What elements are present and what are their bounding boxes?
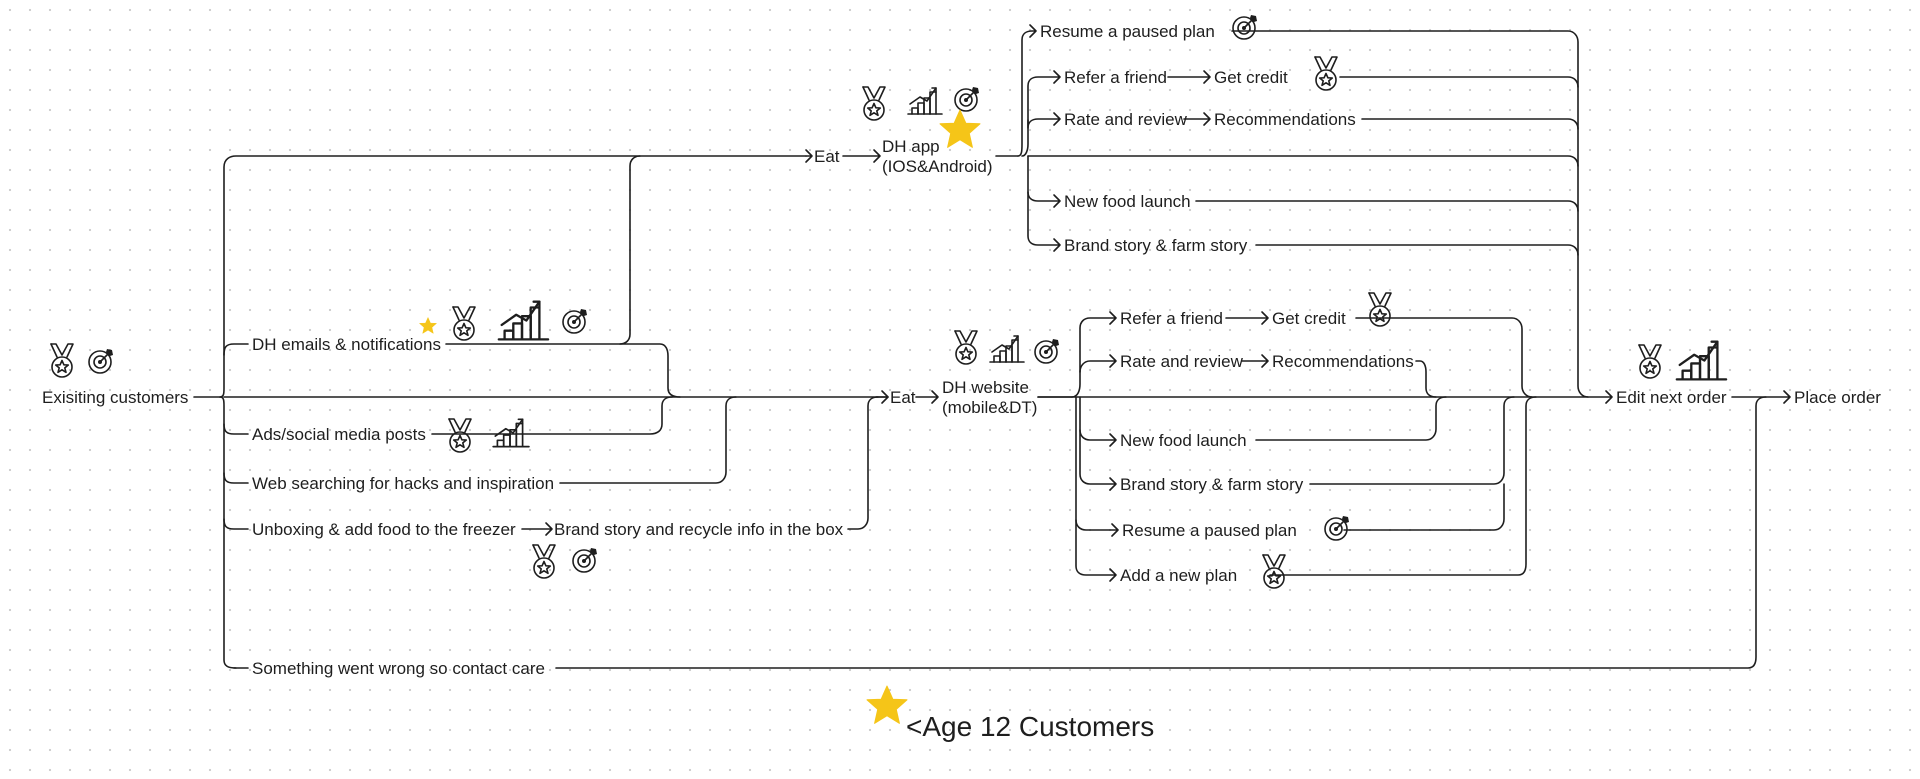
medal-icon <box>954 330 978 365</box>
growth-chart-icon <box>907 87 943 115</box>
connectors <box>193 24 1791 669</box>
medal-icon <box>532 544 556 579</box>
outcome-edit-order: Edit next order <box>1616 388 1727 407</box>
growth-chart-icon <box>497 300 550 341</box>
star-icon <box>419 317 437 334</box>
channel-box-info: Brand story and recycle info in the box <box>554 520 844 539</box>
website-eat-label: Eat <box>890 388 916 407</box>
root-node-label: Exisiting customers <box>42 388 188 407</box>
website-node-platform: (mobile&DT) <box>942 398 1037 417</box>
channel-unboxing: Unboxing & add food to the freezer <box>252 520 516 539</box>
star-icon <box>939 109 981 148</box>
website-refer-friend: Refer a friend <box>1120 309 1223 328</box>
target-icon <box>954 86 980 112</box>
website-new-food: New food launch <box>1120 431 1247 450</box>
website-resume-plan: Resume a paused plan <box>1122 521 1297 540</box>
medal-icon <box>1314 56 1338 91</box>
channel-ads: Ads/social media posts <box>252 425 426 444</box>
target-icon <box>1324 515 1350 541</box>
target-icon <box>88 348 114 374</box>
medal-icon <box>448 418 472 453</box>
channel-contact-care: Something went wrong so contact care <box>252 659 545 678</box>
medal-icon <box>452 306 476 341</box>
website-node-name: DH website <box>942 378 1029 397</box>
medal-icon <box>862 86 886 121</box>
growth-chart-icon <box>989 335 1025 363</box>
app-refer-friend: Refer a friend <box>1064 68 1167 87</box>
growth-chart-icon <box>492 418 530 448</box>
app-new-food: New food launch <box>1064 192 1191 211</box>
target-icon <box>1232 14 1258 40</box>
outcome-place-order: Place order <box>1794 388 1881 407</box>
channel-web-search: Web searching for hacks and inspiration <box>252 474 554 493</box>
website-add-plan: Add a new plan <box>1120 566 1237 585</box>
app-node-name: DH app <box>882 137 940 156</box>
target-icon <box>572 547 598 573</box>
app-brand-story: Brand story & farm story <box>1064 236 1248 255</box>
medal-icon <box>1638 344 1662 379</box>
growth-chart-icon <box>1675 340 1728 381</box>
app-eat-label: Eat <box>814 147 840 166</box>
website-brand-story: Brand story & farm story <box>1120 475 1304 494</box>
website-get-credit: Get credit <box>1272 309 1346 328</box>
app-resume-plan: Resume a paused plan <box>1040 22 1215 41</box>
app-rate-review: Rate and review <box>1064 110 1188 129</box>
star-icon <box>866 685 908 724</box>
app-node-platform: (IOS&Android) <box>882 157 993 176</box>
medal-icon <box>50 343 74 378</box>
website-recommendations: Recommendations <box>1272 352 1414 371</box>
app-get-credit: Get credit <box>1214 68 1288 87</box>
medal-icon <box>1262 554 1286 589</box>
medal-icon <box>1368 292 1392 327</box>
website-rate-review: Rate and review <box>1120 352 1244 371</box>
app-recommendations: Recommendations <box>1214 110 1356 129</box>
target-icon <box>562 308 588 334</box>
channel-emails: DH emails & notifications <box>252 335 441 354</box>
legend-label: <Age 12 Customers <box>906 711 1154 742</box>
target-icon <box>1034 338 1060 364</box>
